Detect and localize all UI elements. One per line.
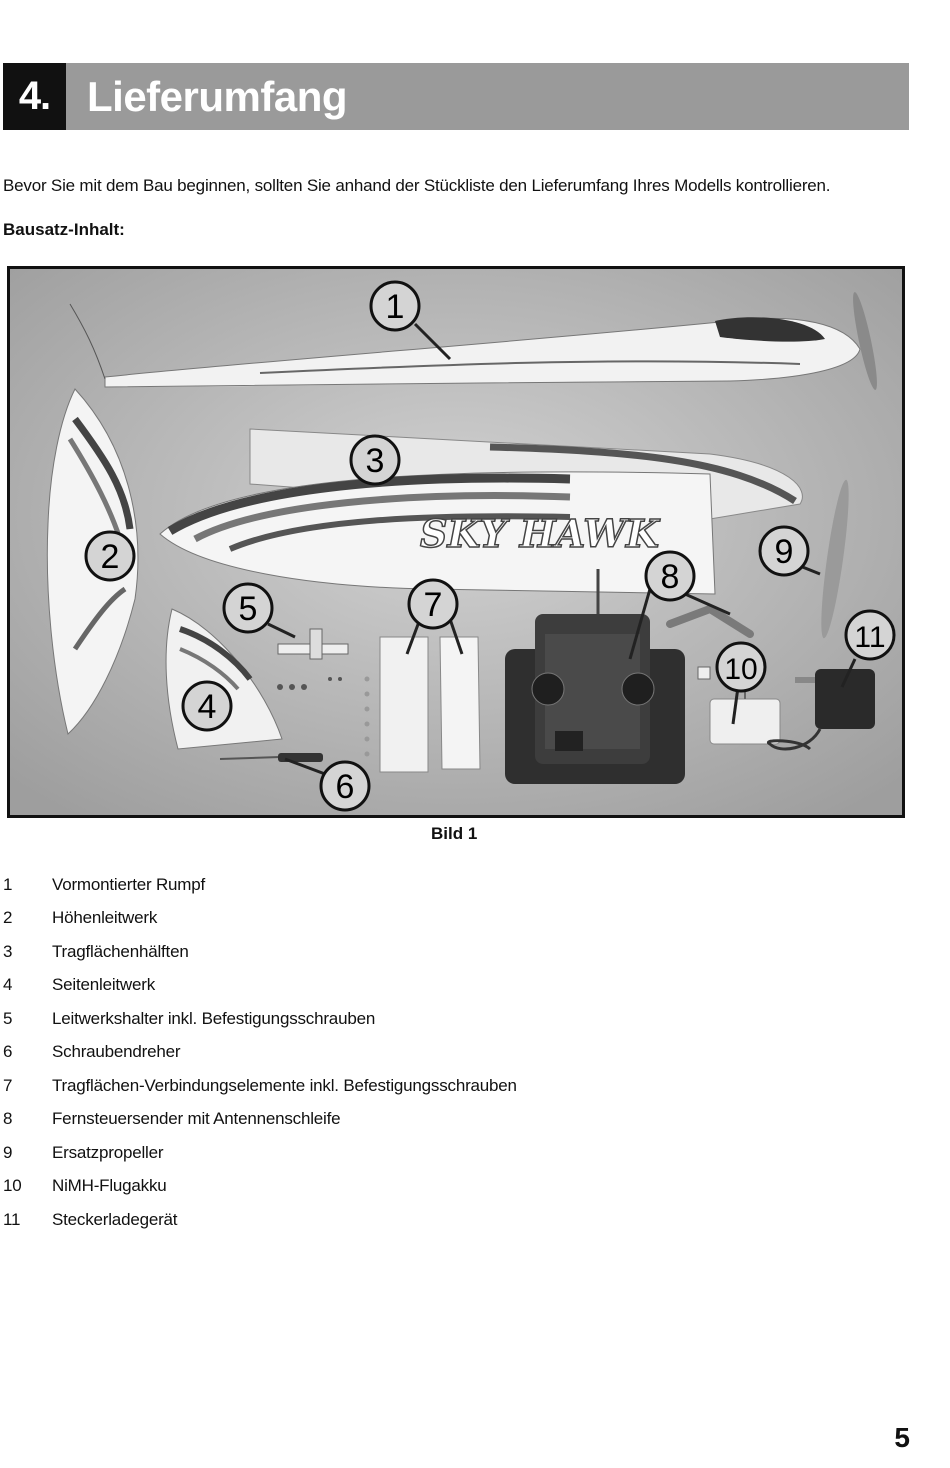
item-label: NiMH-Flugakku	[52, 1176, 167, 1196]
list-item: 4 Seitenleitwerk	[3, 969, 517, 1003]
item-label: Vormontierter Rumpf	[52, 874, 206, 894]
item-number: 7	[3, 1075, 13, 1095]
item-label: Schraubendreher	[52, 1042, 181, 1062]
callout-11: 11	[844, 609, 896, 661]
item-number: 3	[3, 941, 13, 961]
item-label: Fernsteuersender mit Antennenschleife	[52, 1109, 341, 1129]
item-number: 4	[3, 975, 13, 995]
callout-4-label: 4	[198, 688, 217, 726]
item-number: 10	[3, 1176, 22, 1196]
callout-2: 2	[84, 530, 136, 582]
section-title: Lieferumfang	[66, 63, 909, 130]
callout-6-label: 6	[336, 768, 355, 806]
plug-charger	[766, 669, 875, 751]
callout-3-label: 3	[366, 442, 385, 480]
spare-propeller	[821, 479, 849, 639]
item-number: 8	[3, 1109, 13, 1129]
callout-11-label: 11	[854, 621, 885, 654]
item-number: 11	[3, 1209, 21, 1229]
item-number: 2	[3, 908, 13, 928]
list-item: 10 NiMH-Flugakku	[3, 1170, 517, 1204]
wing-halves: SKY HAWK	[159, 428, 803, 595]
item-label: Steckerladegerät	[52, 1209, 178, 1229]
callout-10-label: 10	[724, 653, 757, 686]
antenna-loop	[666, 604, 754, 638]
page-number: 5	[894, 1422, 910, 1453]
callout-5: 5	[222, 582, 274, 634]
callout-1: 1	[369, 280, 421, 332]
item-label: Seitenleitwerk	[52, 975, 156, 995]
list-item: 11 Steckerladegerät	[3, 1203, 517, 1237]
list-item: 6 Schraubendreher	[3, 1036, 517, 1070]
callout-5-label: 5	[239, 590, 258, 628]
item-number: 9	[3, 1142, 13, 1162]
list-item: 1 Vormontierter Rumpf	[3, 868, 517, 902]
fuselage	[69, 292, 877, 390]
item-number: 1	[3, 874, 13, 894]
list-item: 5 Leitwerkshalter inkl. Befestigungsschra…	[3, 1002, 517, 1036]
item-label: Ersatzpropeller	[52, 1142, 164, 1162]
figure-caption: Bild 1	[431, 824, 478, 843]
transmitter	[505, 569, 685, 784]
callout-lines	[267, 322, 857, 776]
callout-8-label: 8	[661, 558, 680, 596]
wing-connectors	[364, 636, 481, 773]
list-item: 7 Tragflächen-Verbindungselemente inkl. B…	[3, 1069, 517, 1103]
item-label: Tragflächen-Verbindungselemente inkl. Be…	[52, 1075, 517, 1095]
callout-8: 8	[644, 550, 696, 602]
section-number: 4.	[3, 63, 66, 130]
callout-4: 4	[181, 680, 233, 732]
list-item: 2 Höhenleitwerk	[3, 902, 517, 936]
kit-contents-heading: Bausatz-Inhalt:	[3, 220, 125, 239]
callout-9-label: 9	[775, 533, 794, 571]
item-number: 6	[3, 1042, 13, 1062]
tail-holder	[277, 628, 349, 690]
item-label: Leitwerkshalter inkl. Befestigungsschrau…	[52, 1008, 376, 1028]
list-item: 3 Tragflächenhälften	[3, 935, 517, 969]
item-label: Tragflächenhälften	[52, 941, 189, 961]
item-label: Höhenleitwerk	[52, 908, 158, 928]
kit-contents-photo: SKY HAWK	[7, 266, 905, 818]
list-item: 8 Fernsteuersender mit Antennenschleife	[3, 1103, 517, 1137]
item-number: 5	[3, 1008, 13, 1028]
callout-2-label: 2	[101, 538, 120, 576]
callout-6: 6	[319, 760, 371, 812]
section-header: 4. Lieferumfang	[3, 63, 909, 130]
kit-photo-illustration: SKY HAWK	[10, 269, 902, 815]
callout-markers: 1 2 3 4 5 6 7 8 9 10 11	[84, 280, 896, 812]
list-item: 9 Ersatzpropeller	[3, 1136, 517, 1170]
callout-7-label: 7	[424, 586, 443, 624]
callout-7: 7	[407, 578, 459, 630]
wing-logo-text: SKY HAWK	[420, 511, 661, 556]
callout-10: 10	[715, 641, 767, 693]
callout-1-label: 1	[386, 288, 405, 326]
intro-text: Bevor Sie mit dem Bau beginnen, sollten …	[3, 176, 831, 195]
callout-3: 3	[349, 434, 401, 486]
callout-9: 9	[758, 525, 810, 577]
